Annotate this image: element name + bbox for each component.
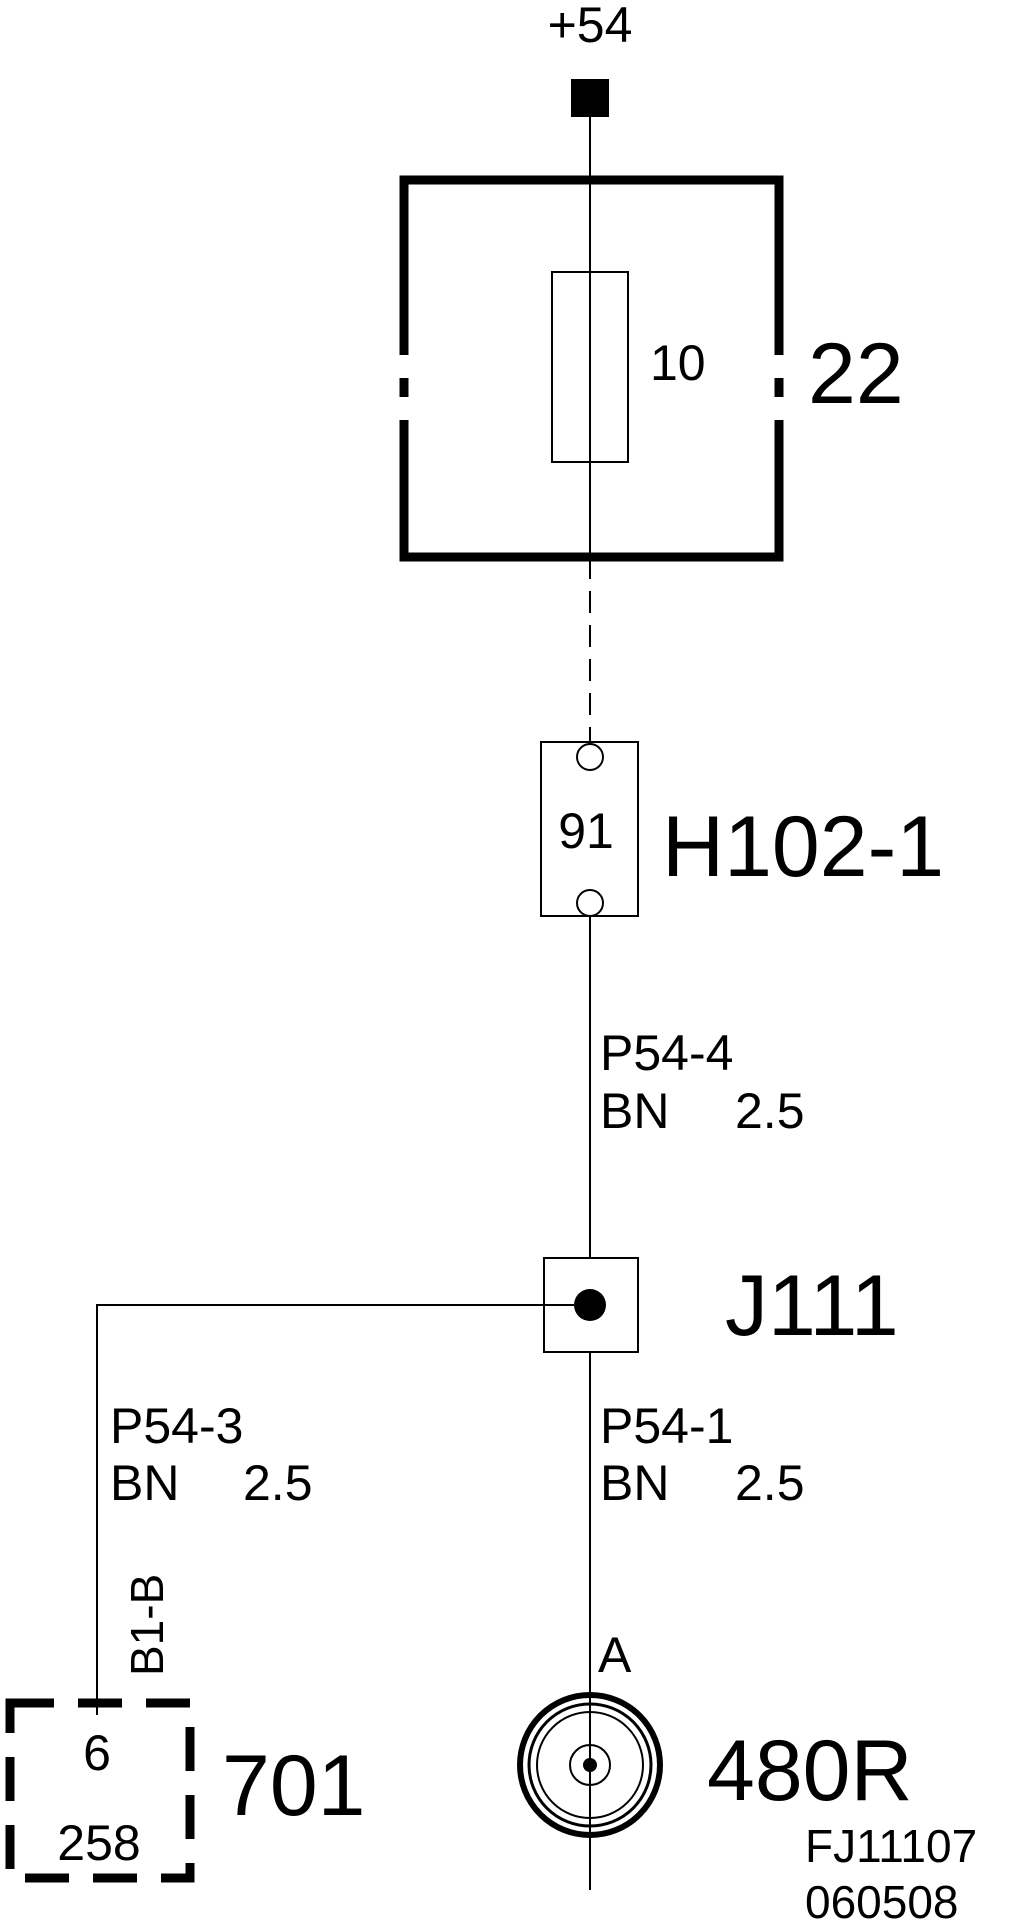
wire-p54-1-size: 2.5 bbox=[735, 1455, 805, 1511]
wire-p54-3 bbox=[96, 1304, 574, 1715]
fuse-element bbox=[551, 271, 629, 463]
wire-p54-3-size: 2.5 bbox=[243, 1455, 313, 1511]
supply-terminal bbox=[571, 79, 609, 117]
drawing-ref: FJ11107 bbox=[805, 1820, 977, 1872]
component-480r-id: 480R bbox=[707, 1723, 913, 1819]
component-701-connector: 258 bbox=[57, 1815, 140, 1871]
junction-id: J111 bbox=[725, 1258, 899, 1354]
connector-pin-top bbox=[576, 743, 604, 771]
wire-p54-4-color: BN bbox=[600, 1083, 669, 1139]
component-701-pin: 6 bbox=[83, 1725, 111, 1781]
fuse-rating: 10 bbox=[650, 335, 706, 391]
component-701 bbox=[5, 1698, 195, 1883]
connector-pin-bottom bbox=[576, 889, 604, 917]
wire-p54-4-code: P54-4 bbox=[600, 1025, 733, 1081]
wire-p54-3-color: BN bbox=[110, 1455, 179, 1511]
connector-id: H102-1 bbox=[662, 799, 944, 895]
fuse-box-id: 22 bbox=[808, 326, 904, 422]
wire-p54-3-code: P54-3 bbox=[110, 1398, 243, 1454]
wire-p54-1-code: P54-1 bbox=[600, 1398, 733, 1454]
junction-node bbox=[574, 1289, 606, 1321]
component-701-id: 701 bbox=[222, 1738, 366, 1834]
wire-p54-1-terminal: A bbox=[598, 1627, 632, 1683]
wire-p54-1-color: BN bbox=[600, 1455, 669, 1511]
wire-p54-3-terminal: B1-B bbox=[121, 1574, 173, 1676]
fuse-box-22 bbox=[399, 175, 784, 562]
wire-p54-4-size: 2.5 bbox=[735, 1083, 805, 1139]
component-480r bbox=[517, 1692, 663, 1838]
drawing-date: 060508 bbox=[805, 1876, 959, 1926]
supply-label: +54 bbox=[548, 0, 633, 53]
connector-pin-number: 91 bbox=[558, 803, 614, 859]
